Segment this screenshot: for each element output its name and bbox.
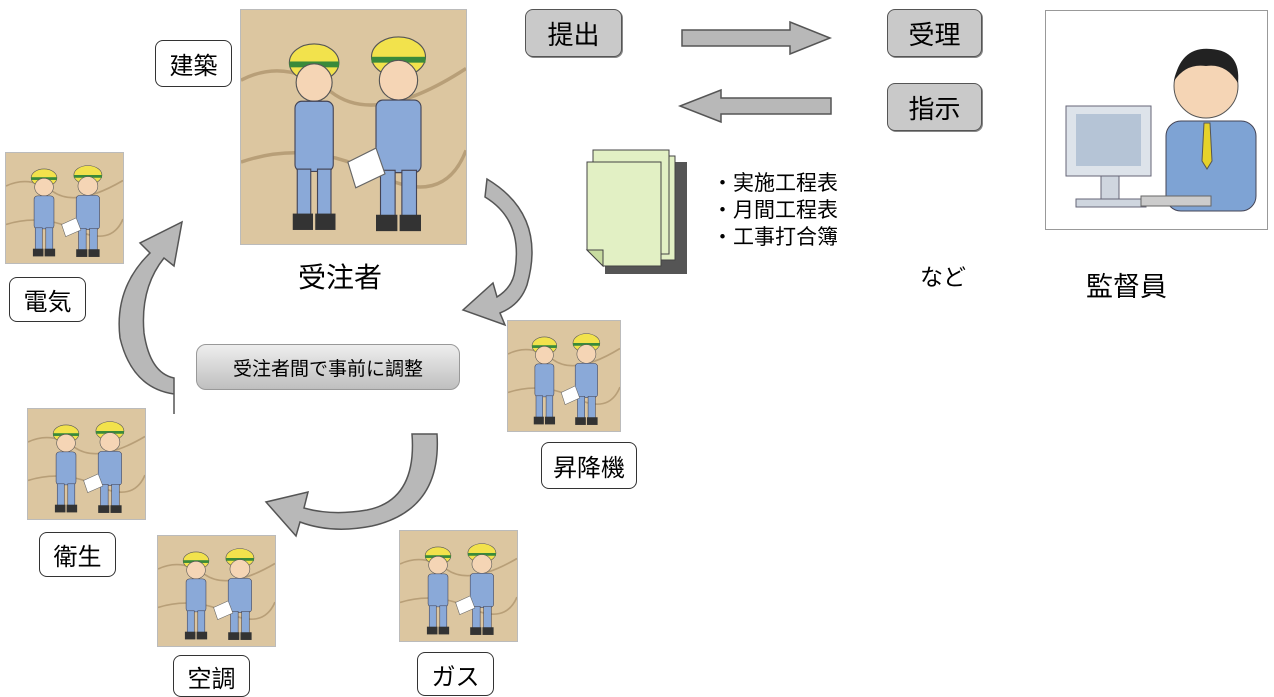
workers-icon [6,153,123,263]
workers-icon [158,536,275,646]
coordination-label: 受注者間で事前に調整 [196,344,460,390]
trade-tag-electrical: 電気 [9,277,86,322]
trade-workers-illustration [27,408,146,520]
trade-tag-elevator: 昇降機 [541,442,637,489]
accept-label: 受理 [887,9,982,57]
workers-icon [241,10,466,244]
documents-stack-icon [585,149,687,274]
workers-icon [28,409,145,519]
workers-icon [400,531,517,641]
curved-arrow-icon [461,177,533,327]
submit-arrow-icon [681,20,833,56]
document-item: ・実施工程表 [712,171,838,195]
curved-arrow-icon [118,220,184,414]
trade-tag-gas: ガス [417,652,494,696]
instruct-arrow-icon [677,88,832,124]
documents-etc-label: など [920,265,966,291]
contractor-workers-illustration [240,9,467,245]
trade-workers-illustration [507,320,621,432]
trade-tag-sanitary: 衛生 [39,532,116,577]
instruct-label: 指示 [887,83,982,131]
document-item: ・月間工程表 [712,198,838,222]
contractor-label: 受注者 [298,261,383,294]
workers-icon [508,321,620,431]
document-item: ・工事打合簿 [712,225,838,249]
curved-arrow-icon [264,433,439,538]
documents-list: ・実施工程表 ・月間工程表 ・工事打合簿 [712,170,838,251]
trade-workers-illustration [5,152,124,264]
supervisor-label: 監督員 [1086,272,1167,303]
trade-workers-illustration [399,530,518,642]
contractor-role-tag: 建築 [155,40,232,87]
supervisor-illustration [1045,10,1268,230]
submit-label: 提出 [525,9,622,57]
trade-tag-hvac: 空調 [173,655,250,697]
office-worker-icon [1065,48,1257,212]
trade-workers-illustration [157,535,276,647]
